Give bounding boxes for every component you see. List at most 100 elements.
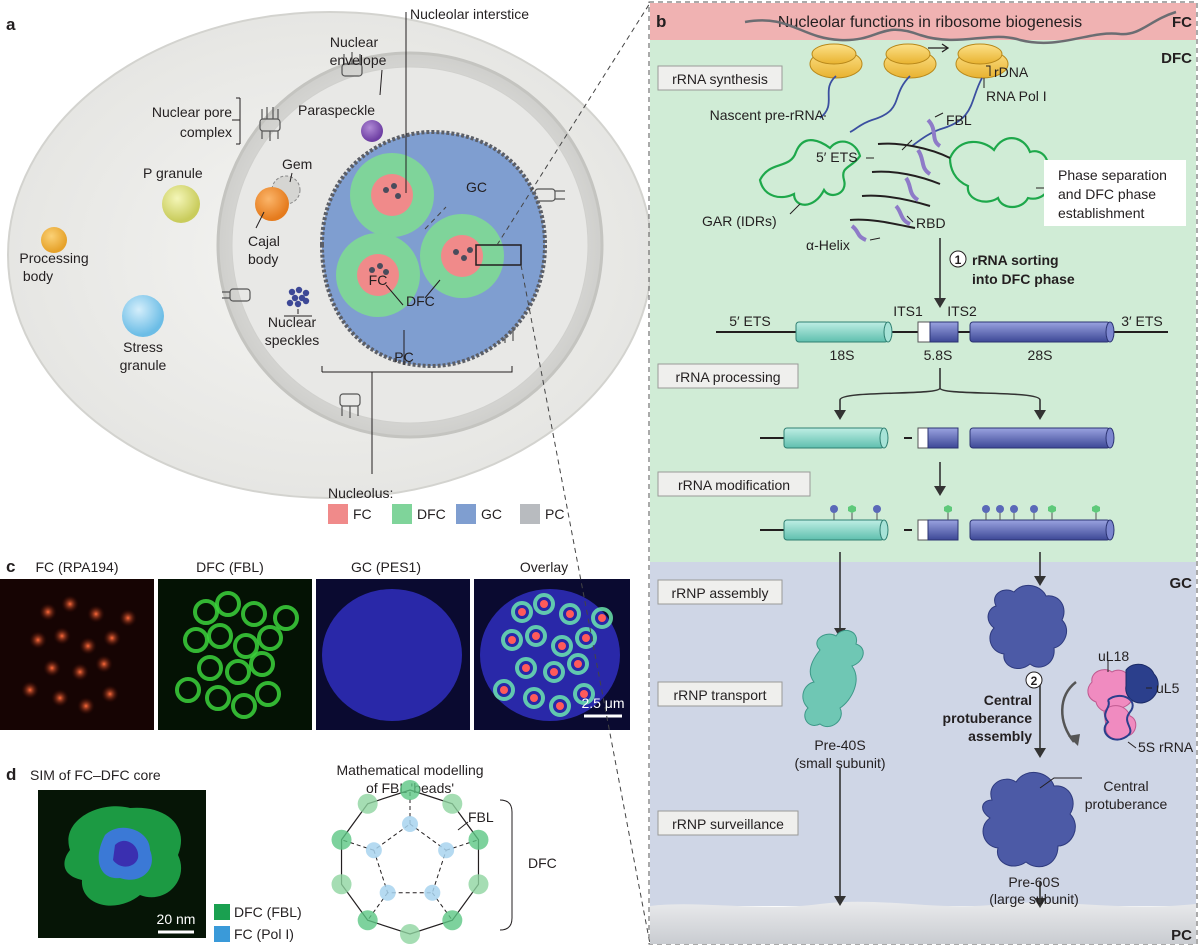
rdna-strand (744, 10, 1177, 45)
zoom-box (475, 244, 522, 266)
transcript-segments (795, 321, 1115, 343)
processed-rrnas (760, 427, 1115, 449)
sim-title: SIM of FC–DFC core (30, 767, 161, 783)
modified-rrnas (760, 505, 1115, 541)
label-dfc: DFC (406, 293, 435, 309)
arrowhead-modification (934, 486, 946, 496)
sim-legend-label-0: DFC (FBL) (234, 904, 302, 920)
overlay-ring (533, 593, 555, 615)
overlay-core (582, 634, 590, 642)
fc-spot (53, 627, 71, 645)
p-granule-body (162, 185, 200, 223)
phase-sep-box (1044, 160, 1186, 226)
panel-c-title-1: FC (RPA194) (36, 559, 119, 575)
label-gc: GC (466, 179, 487, 195)
label-processing-2: body (23, 268, 53, 284)
overlay-ring (543, 661, 565, 683)
overlay-ring (559, 603, 581, 625)
overlay-ring (575, 627, 597, 649)
dfc-bracket (499, 799, 513, 931)
panel-c: c FC (RPA194) DFC (FBL) GC (PES1) Overla… (0, 557, 630, 730)
sim-core (113, 840, 139, 867)
fc-spot (101, 685, 119, 703)
fc-spot (103, 629, 121, 647)
overlay-ring (501, 629, 523, 651)
dfc-ring (257, 625, 283, 651)
pre-60s-particle (982, 772, 1076, 868)
label-5ets: 5′ ETS (729, 313, 771, 329)
label-nuclear-pore-1: Nuclear pore (152, 104, 232, 120)
legend-label-pc: PC (545, 506, 564, 522)
label-nuclear-envelope-1: Nuclear (330, 34, 379, 50)
fc-spot (79, 637, 97, 655)
overlay-core (530, 694, 538, 702)
label-its2: ITS2 (947, 303, 977, 319)
overlay-ring (573, 683, 595, 705)
step-rrna-processing: rRNA processing (675, 369, 780, 385)
fbl-bead (357, 910, 378, 931)
zoom-lines (424, 2, 651, 945)
label-5ets-cluster: 5′ ETS (816, 149, 858, 165)
overlay-core (558, 642, 566, 650)
overlay-ring (493, 679, 515, 701)
transcription-arrow (928, 43, 950, 53)
processing-body (41, 227, 67, 253)
overlay-core (566, 610, 574, 618)
step2-number: 2 (1031, 674, 1038, 688)
label-3ets: 3′ ETS (1121, 313, 1163, 329)
arrowhead-step1 (934, 298, 946, 308)
fc-spot (95, 655, 113, 673)
cluster-leaders (789, 112, 1044, 241)
legend-label-dfc: DFC (417, 506, 446, 522)
nucleolus-legend-title: Nucleolus: (328, 485, 393, 501)
fc-dfc-units (336, 153, 504, 317)
panel-a: a (6, 6, 653, 524)
overlay-core (556, 702, 564, 710)
overlay-core (540, 600, 548, 608)
scale-label-d: 20 nm (157, 911, 196, 927)
label-nucleolar-interstice: Nucleolar interstice (410, 6, 529, 22)
overlay-ring (591, 607, 613, 629)
label-gar: GAR (IDRs) (702, 213, 777, 229)
fc-spot (119, 609, 137, 627)
fc-spot (51, 689, 69, 707)
fbl-bead (468, 829, 489, 850)
pol-bead (402, 816, 418, 832)
legend-label-fc: FC (353, 506, 372, 522)
phase-sep-2: and DFC phase (1058, 186, 1156, 202)
label-28s: 28S (1028, 347, 1053, 363)
step-rrnp-transport: rRNP transport (673, 687, 766, 703)
fbl-bead-model (331, 780, 489, 944)
central-prot-2: protuberance (1085, 796, 1168, 812)
dfc-ring (231, 693, 257, 719)
zone-gc-label: GC (1170, 575, 1193, 592)
label-gem: Gem (282, 156, 312, 172)
label-paraspeckle: Paraspeckle (298, 102, 375, 118)
zone-pc-label: PC (1171, 927, 1192, 944)
step-rrna-synthesis: rRNA synthesis (672, 71, 768, 87)
zone-dfc-label: DFC (1161, 50, 1192, 67)
dfc-ring (175, 677, 201, 703)
panel-a-letter: a (6, 15, 16, 34)
scale-label-c: 2.5 μm (581, 695, 624, 711)
label-cajal-1: Cajal (248, 233, 280, 249)
panel-c-title-2: DFC (FBL) (196, 559, 264, 575)
gc-signal (322, 589, 462, 721)
dfc-ring (207, 623, 233, 649)
cage-inner (373, 823, 447, 894)
model-dfc-label: DFC (528, 855, 557, 871)
overlay-ring (523, 687, 545, 709)
dfc-ring (193, 599, 219, 625)
split-arrows (839, 368, 1041, 414)
panel-b-letter: b (656, 12, 666, 31)
sim-legend-label-1: FC (Pol I) (234, 926, 294, 942)
dfc-ring (255, 681, 281, 707)
fbl-bead (400, 924, 420, 944)
step1-number: 1 (955, 253, 962, 267)
step2-line1: Central (984, 692, 1032, 708)
step2-badge (1025, 671, 1043, 689)
pol-bead (365, 842, 382, 859)
overlay-core (522, 664, 530, 672)
